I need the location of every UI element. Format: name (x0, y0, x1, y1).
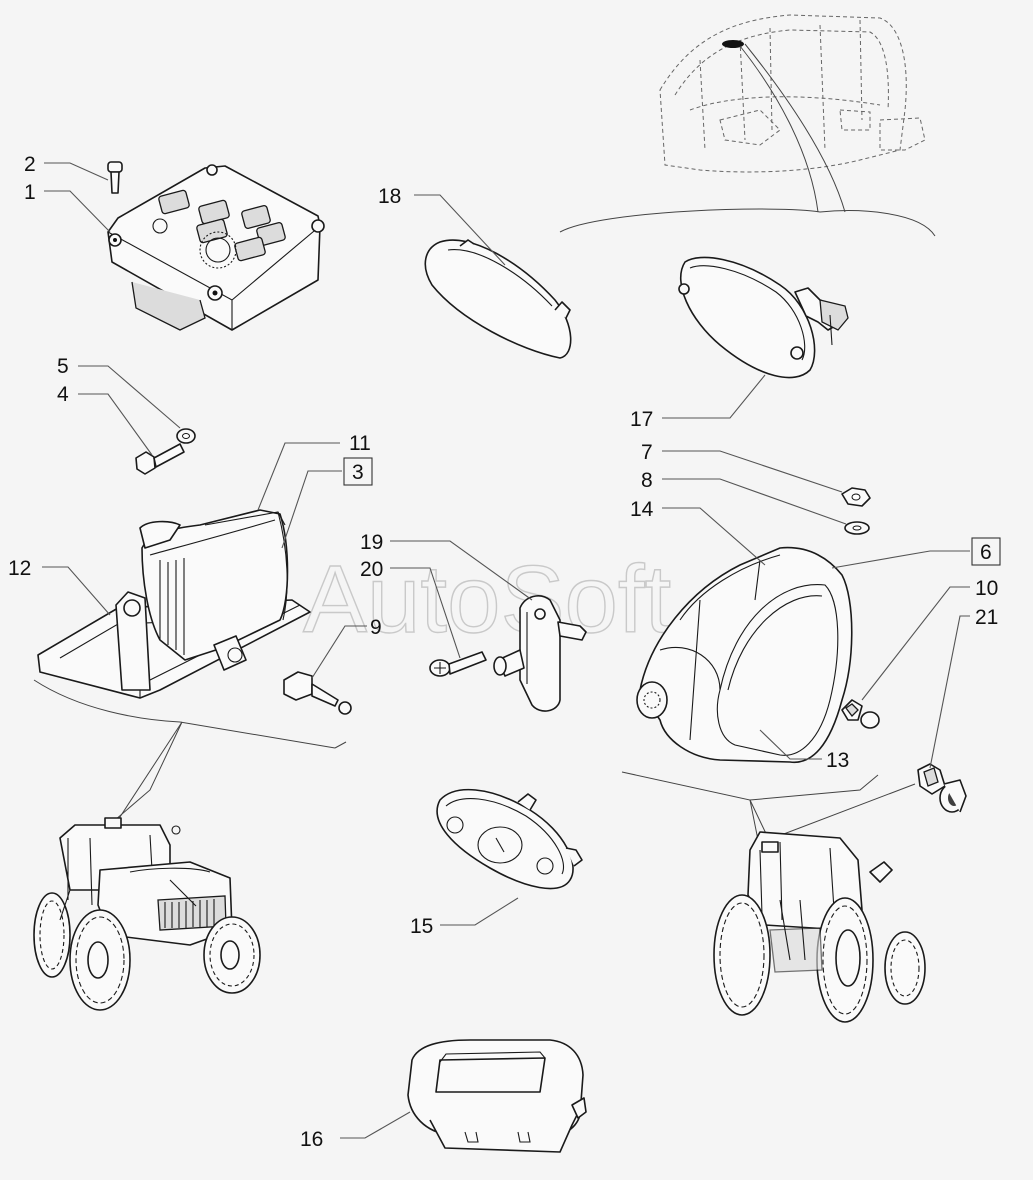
bulb-part-10 (841, 699, 880, 729)
bolt-part-2 (107, 161, 123, 194)
callout-12: 12 (8, 557, 31, 580)
callout-box-6 (971, 537, 1001, 566)
tractor-rear-right-view (621, 771, 926, 1023)
watermark-text: AutoSoft (303, 546, 671, 653)
lamp-part-17 (678, 256, 849, 379)
washer-part-5 (176, 428, 196, 444)
callout-15: 15 (410, 915, 433, 938)
callout-21: 21 (975, 606, 998, 629)
callout-18: 18 (378, 185, 401, 208)
callout-3: 3 (352, 461, 364, 484)
callout-4: 4 (57, 383, 69, 406)
screw-part-20 (429, 651, 487, 677)
callout-5: 5 (57, 355, 69, 378)
callout-16: 16 (300, 1128, 323, 1151)
bolt-part-4 (135, 443, 185, 475)
connector-part-9 (283, 671, 352, 715)
callout-2: 2 (24, 153, 36, 176)
leader-lines (42, 162, 970, 1139)
callout-7: 7 (641, 441, 653, 464)
callout-6: 6 (980, 541, 992, 564)
washer-part-8 (844, 521, 870, 535)
callout-8: 8 (641, 469, 653, 492)
callout-11: 11 (349, 432, 371, 455)
dome-light-part-15 (436, 788, 583, 890)
work-lamp-part-11 (37, 509, 311, 699)
callout-box-3 (343, 457, 373, 486)
lens-part-18 (424, 239, 572, 359)
callout-10: 10 (975, 577, 998, 600)
callout-20: 20 (360, 558, 383, 581)
callout-14: 14 (630, 498, 654, 521)
cab-outline-drawing (559, 14, 936, 237)
switch-module-part (107, 164, 325, 331)
callout-13: 13 (826, 749, 849, 772)
callout-19: 19 (360, 531, 383, 554)
large-lamp-part-14 (636, 546, 853, 764)
nut-part-7 (841, 487, 871, 507)
callout-1: 1 (24, 181, 36, 204)
tractor-front-left-view (33, 679, 347, 1011)
callout-17: 17 (630, 408, 653, 431)
square-lamp-part-16 (407, 1039, 587, 1153)
socket-part-21 (917, 763, 967, 813)
callout-9: 9 (370, 616, 382, 639)
